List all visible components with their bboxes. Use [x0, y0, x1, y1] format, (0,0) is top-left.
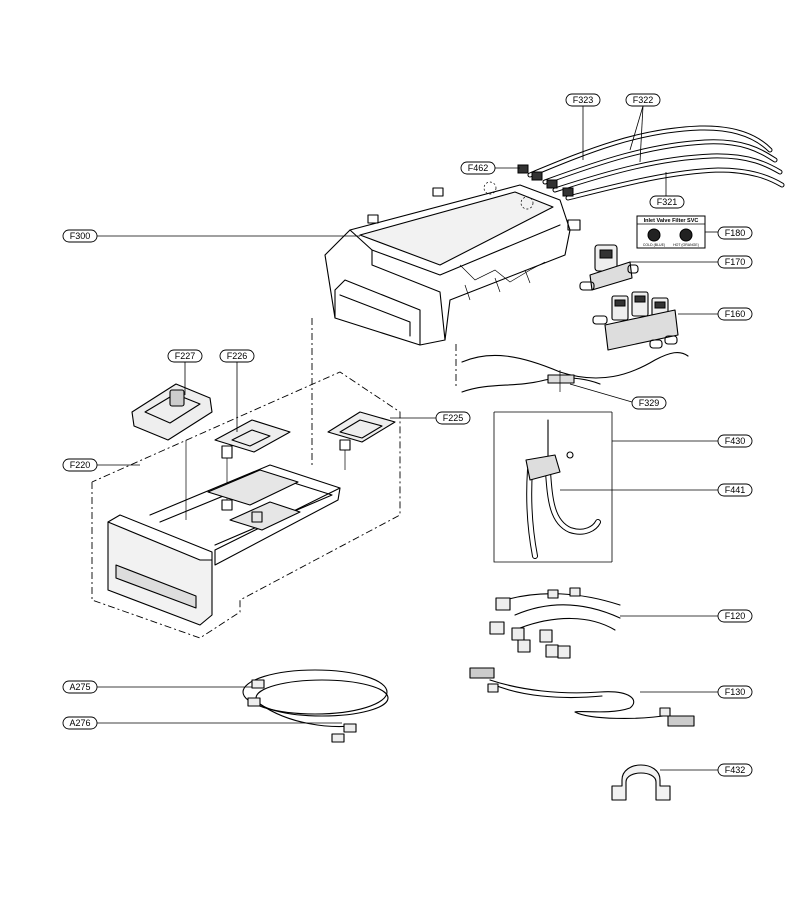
label-f220: F220 [70, 460, 91, 470]
callout-f220: F220 [62, 458, 98, 472]
callout-f170: F170 [717, 255, 753, 269]
callout-f462: F462 [460, 161, 496, 175]
inlet-valve-filter-card: Inlet Valve Filter SVC COLD (BLUE) HOT (… [636, 215, 706, 249]
label-f432: F432 [725, 765, 746, 775]
callout-f225: F225 [435, 411, 471, 425]
dispenser-drawer [107, 464, 341, 626]
bleach-cap [214, 419, 291, 500]
connector-hose [461, 351, 689, 393]
label-f300: F300 [70, 231, 91, 241]
label-a275: A275 [69, 682, 90, 692]
filter-card-hot: HOT (ORANGE) [673, 243, 699, 247]
label-f180: F180 [725, 228, 746, 238]
callout-f329: F329 [631, 396, 667, 410]
label-f227: F227 [175, 351, 196, 361]
callout-f130: F130 [717, 685, 753, 699]
hot-filter-icon [679, 228, 693, 242]
callout-f322: F322 [625, 93, 661, 107]
callout-f321: F321 [649, 195, 685, 209]
label-f225: F225 [443, 413, 464, 423]
drain-hose-assembly [493, 411, 613, 563]
label-f120: F120 [725, 611, 746, 621]
callout-f323: F323 [565, 93, 601, 107]
single-inlet-valve [579, 244, 639, 291]
label-f160: F160 [725, 309, 746, 319]
label-f170: F170 [725, 257, 746, 267]
wire-harness-f130 [469, 667, 695, 727]
callout-f432: F432 [717, 763, 753, 777]
filter-card-title: Inlet Valve Filter SVC [644, 218, 699, 224]
leader-lines [95, 105, 718, 771]
callout-f120: F120 [717, 609, 753, 623]
callout-f430: F430 [717, 434, 753, 448]
label-f130: F130 [725, 687, 746, 697]
wire-harness-f120 [489, 587, 621, 659]
label-f441: F441 [725, 485, 746, 495]
label-f323: F323 [573, 95, 594, 105]
label-f430: F430 [725, 436, 746, 446]
cold-filter-icon [647, 228, 661, 242]
label-a276: A276 [69, 718, 90, 728]
dispenser-housing [324, 181, 581, 346]
label-f329: F329 [639, 398, 660, 408]
callout-f441: F441 [717, 483, 753, 497]
dispenser-assembly-outline [91, 318, 457, 639]
callout-f300: F300 [62, 229, 98, 243]
filter-card-cold: COLD (BLUE) [643, 243, 665, 247]
label-f226: F226 [227, 351, 248, 361]
harness-loops [242, 669, 389, 743]
callout-f180: F180 [717, 226, 753, 240]
label-f321: F321 [657, 197, 678, 207]
hose-bracket [611, 764, 671, 801]
label-f322: F322 [633, 95, 654, 105]
callout-f227: F227 [167, 349, 203, 363]
softener-cap [131, 383, 213, 520]
callout-f160: F160 [717, 307, 753, 321]
callout-a275: A275 [62, 680, 98, 694]
callout-a276: A276 [62, 716, 98, 730]
triple-inlet-valve [592, 291, 679, 351]
inlet-hoses [517, 125, 785, 201]
detergent-cap [327, 411, 396, 470]
label-f462: F462 [468, 163, 489, 173]
callout-f226: F226 [219, 349, 255, 363]
